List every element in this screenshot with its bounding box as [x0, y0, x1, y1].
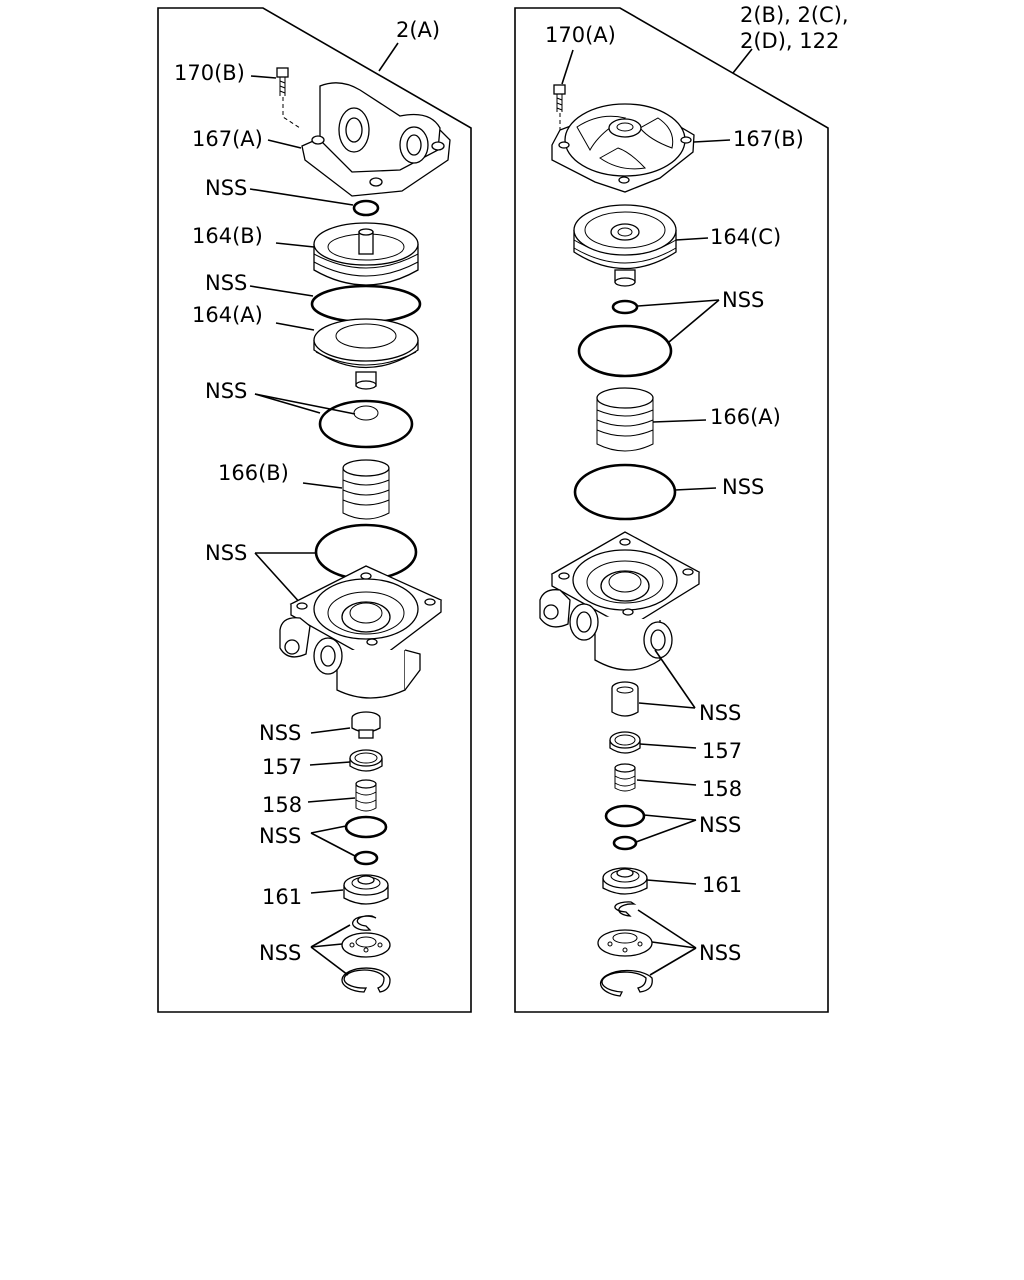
label-nss-insert-right: NSS [699, 701, 741, 725]
label-166b: 166(B) [218, 461, 289, 485]
left-assembly-leader [378, 42, 399, 72]
o-ring-left-large[interactable] [344, 815, 388, 839]
label-170a: 170(A) [545, 23, 616, 47]
label-161-left: 161 [262, 885, 302, 909]
label-nss-piston: NSS [205, 271, 247, 295]
piston-164a[interactable] [313, 318, 419, 390]
part-157-left[interactable] [349, 749, 383, 772]
right-panel-frame [514, 7, 829, 1013]
right-assembly-leader [732, 48, 753, 74]
piston-seal-ring[interactable] [310, 284, 422, 324]
left-panel: 2(A) 170(B) 167(A) [157, 7, 472, 1013]
label-nss-ring: NSS [722, 475, 764, 499]
retaining-ring-left[interactable] [341, 967, 391, 993]
retainer-disc-right[interactable] [597, 929, 653, 957]
label-158-right: 158 [702, 777, 742, 801]
retaining-ring-right[interactable] [599, 969, 653, 997]
cover-167b[interactable] [551, 103, 695, 193]
label-nss-orings-top: NSS [722, 288, 764, 312]
label-nss-orings-right: NSS [699, 813, 741, 837]
label-nss-bottom-right: NSS [699, 941, 741, 965]
label-170b: 170(B) [174, 61, 245, 85]
label-164b: 164(B) [192, 224, 263, 248]
piston-164c[interactable] [573, 204, 677, 287]
seal-washer[interactable] [318, 399, 414, 449]
part-161-left[interactable] [343, 874, 389, 905]
part-157-right[interactable] [609, 731, 641, 754]
spring-158-left[interactable] [355, 779, 377, 812]
left-panel-frame [157, 7, 472, 1013]
label-157-left: 157 [262, 755, 302, 779]
bolt-170b[interactable] [276, 67, 301, 129]
o-ring-right-large-top[interactable] [577, 324, 673, 378]
label-166a: 166(A) [710, 405, 781, 429]
label-nss-bottom-left: NSS [259, 941, 301, 965]
circlip-right-small[interactable] [614, 901, 637, 917]
label-nss-body: NSS [205, 541, 247, 565]
spring-166a[interactable] [596, 387, 654, 452]
right-assembly-label-line2: 2(D), 122 [740, 29, 839, 53]
left-assembly-label: 2(A) [396, 18, 440, 42]
label-167a: 167(A) [192, 127, 263, 151]
circlip-left-small[interactable] [352, 915, 377, 931]
label-nss-orings: NSS [259, 824, 301, 848]
spring-158-right[interactable] [614, 763, 636, 792]
right-panel: 2(B), 2(C), 2(D), 122 170(A) [514, 3, 849, 1013]
o-ring-right-large[interactable] [604, 804, 646, 828]
label-167b: 167(B) [733, 127, 804, 151]
label-161-right: 161 [702, 873, 742, 897]
cover-167a[interactable] [301, 82, 451, 197]
o-ring-top[interactable] [352, 199, 380, 217]
label-nss-top: NSS [205, 176, 247, 200]
label-157-right: 157 [702, 739, 742, 763]
valve-body-left[interactable] [279, 565, 443, 699]
bolt-170a[interactable] [553, 84, 566, 132]
o-ring-right-small[interactable] [612, 835, 638, 851]
o-ring-right-small-top[interactable] [611, 299, 639, 315]
valve-insert-left[interactable] [351, 711, 381, 739]
o-ring-left-small[interactable] [353, 850, 379, 866]
label-164c: 164(C) [710, 225, 781, 249]
valve-body-right[interactable] [539, 531, 701, 671]
label-nss-washer: NSS [205, 379, 247, 403]
retainer-disc-left[interactable] [341, 932, 391, 958]
spring-166b[interactable] [342, 459, 390, 520]
part-161-right[interactable] [602, 867, 648, 895]
label-158-left: 158 [262, 793, 302, 817]
piston-164b[interactable] [313, 222, 419, 286]
valve-insert-right[interactable] [611, 681, 639, 717]
label-164a: 164(A) [192, 303, 263, 327]
right-assembly-label-line1: 2(B), 2(C), [740, 3, 849, 27]
label-nss-insert: NSS [259, 721, 301, 745]
seal-ring-right[interactable] [573, 463, 677, 521]
